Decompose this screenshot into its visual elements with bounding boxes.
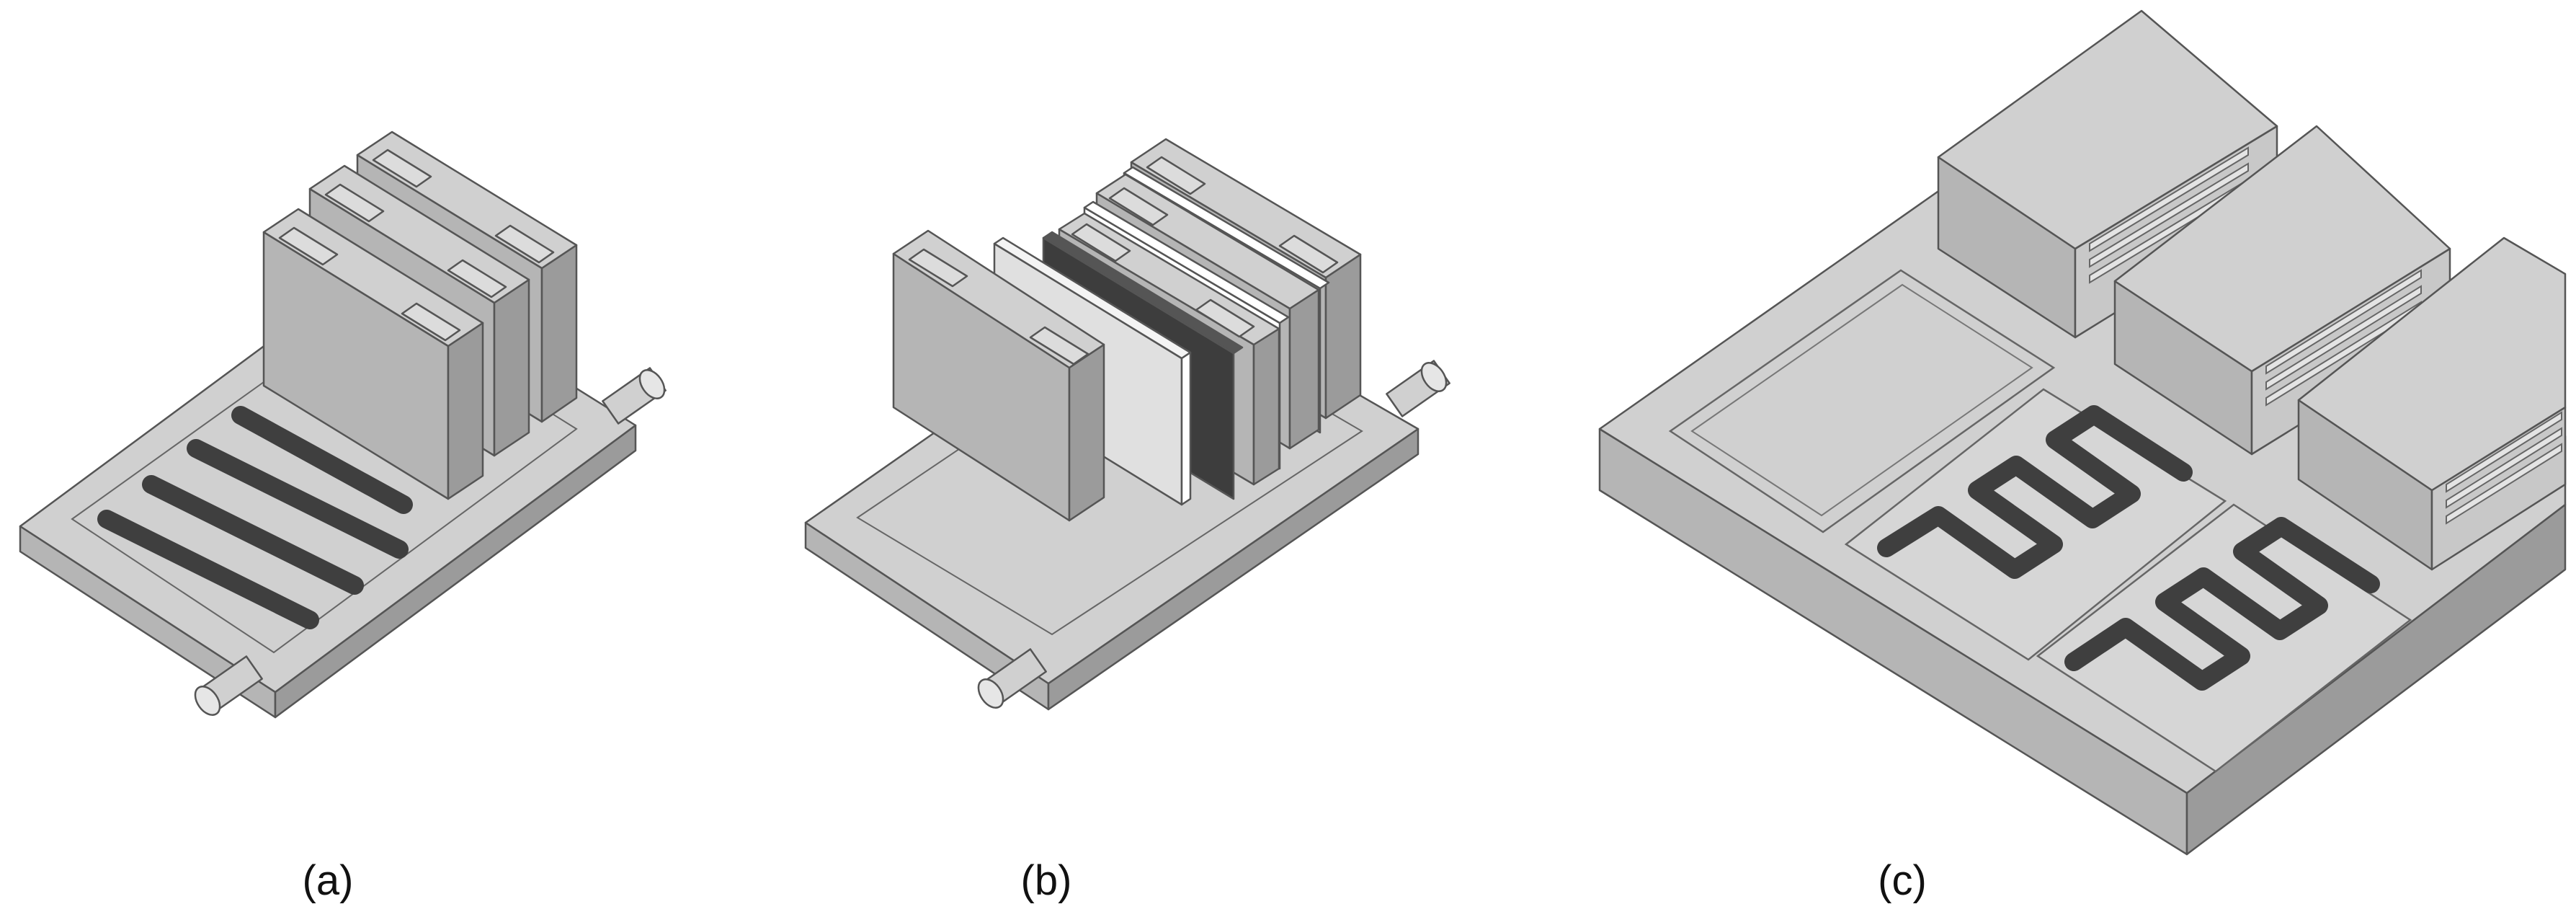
panel-b-cell-front: [892, 229, 1105, 522]
panel-a-pipe-right: [602, 367, 667, 425]
panel-a-heater-bars: [97, 406, 413, 629]
panel-c-serpentine-heater-2: [2064, 517, 2380, 691]
panel-a-illustration: [19, 130, 667, 719]
panel-c-module-1: [1937, 9, 2278, 339]
panel-c-heater-pad-1: [1844, 388, 2227, 661]
panel-c-heater-pad-2: [2036, 503, 2412, 773]
panel-b-pipe-left: [977, 648, 1047, 709]
panel-c-module-3: [2297, 236, 2567, 571]
panel-c-serpentine-heater-1: [1877, 405, 2193, 579]
panel-c-illustration: [1598, 9, 2567, 856]
panel-b-illustration: [804, 138, 1450, 711]
panel-a-cell-1: [262, 208, 484, 500]
panel-a-pipe-left: [194, 655, 263, 716]
panel-b-pipe-right: [1386, 360, 1450, 417]
panel-a-caption: (a): [302, 857, 354, 904]
panel-b-caption: (b): [1020, 857, 1072, 904]
panel-c-caption: (c): [1878, 857, 1927, 904]
panel-c-empty-pad: [1668, 269, 2056, 533]
